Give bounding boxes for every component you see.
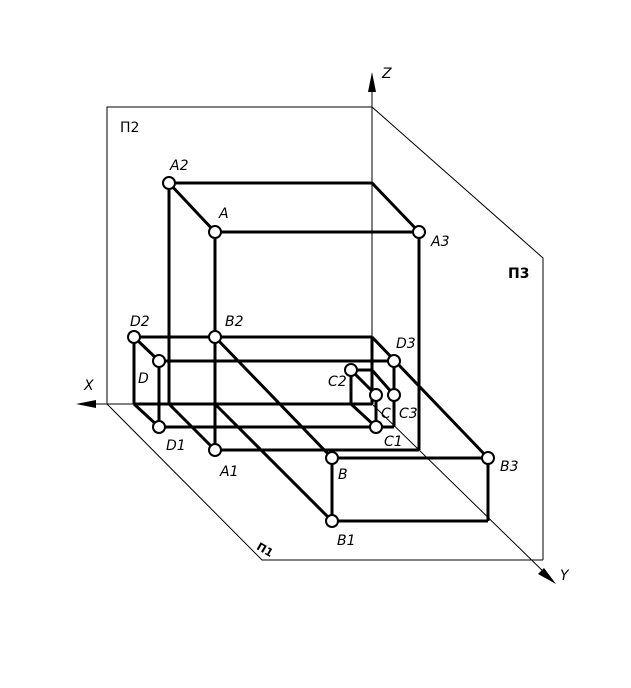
label-c3: C3 bbox=[399, 406, 418, 422]
plane-p2-frame bbox=[106, 106, 372, 404]
label-c: C bbox=[381, 406, 391, 422]
point-a3 bbox=[412, 225, 426, 239]
label-c2: C2 bbox=[328, 374, 347, 390]
label-b3: B3 bbox=[500, 459, 519, 475]
point-c bbox=[369, 388, 383, 402]
line-a2-a bbox=[167, 181, 217, 234]
line-a2-a3 bbox=[169, 181, 421, 234]
plane-p3-frame bbox=[371, 106, 544, 560]
label-a2: A2 bbox=[169, 158, 189, 174]
line-b1-diag bbox=[213, 402, 334, 523]
points bbox=[127, 176, 495, 528]
label-d1: D1 bbox=[166, 438, 186, 454]
label-d2: D2 bbox=[130, 314, 150, 330]
plane-p3-label: П3 bbox=[508, 266, 529, 282]
labels: Z X Y П2 П3 П1 A2 A A3 A1 B2 B B3 B1 D2 … bbox=[83, 66, 570, 584]
point-b2 bbox=[208, 330, 222, 344]
z-label: Z bbox=[381, 66, 392, 82]
y-label: Y bbox=[560, 568, 570, 584]
label-a3: A3 bbox=[430, 234, 449, 250]
point-d1 bbox=[152, 420, 166, 434]
label-d3: D3 bbox=[396, 336, 416, 352]
x-label: X bbox=[83, 378, 94, 394]
label-b1: B1 bbox=[337, 533, 356, 549]
point-b3 bbox=[481, 451, 495, 465]
plane-p1-label: П1 bbox=[254, 540, 275, 560]
label-c1: C1 bbox=[384, 434, 403, 450]
point-c3 bbox=[387, 388, 401, 402]
label-d: D bbox=[138, 371, 149, 387]
label-a: A bbox=[218, 206, 229, 222]
line-b2-b bbox=[213, 335, 334, 460]
label-b: B bbox=[338, 467, 348, 483]
point-a bbox=[208, 225, 222, 239]
point-d bbox=[152, 354, 166, 368]
plane-p2-label: П2 bbox=[120, 120, 139, 136]
z-arrow-icon bbox=[368, 72, 376, 92]
point-d2 bbox=[127, 330, 141, 344]
label-b2: B2 bbox=[225, 314, 244, 330]
point-c2 bbox=[344, 363, 358, 377]
x-arrow-icon bbox=[76, 400, 96, 408]
point-a2 bbox=[162, 176, 176, 190]
plane-frames bbox=[106, 106, 544, 561]
y-arrow-icon bbox=[538, 568, 556, 584]
plane-p1-frame bbox=[106, 403, 543, 561]
label-a1: A1 bbox=[219, 464, 238, 480]
projection-lines bbox=[132, 181, 490, 523]
y-axis bbox=[371, 403, 551, 579]
point-c1 bbox=[369, 420, 383, 434]
point-d3 bbox=[387, 354, 401, 368]
point-a1 bbox=[208, 443, 222, 457]
point-b1 bbox=[325, 514, 339, 528]
point-b bbox=[325, 451, 339, 465]
